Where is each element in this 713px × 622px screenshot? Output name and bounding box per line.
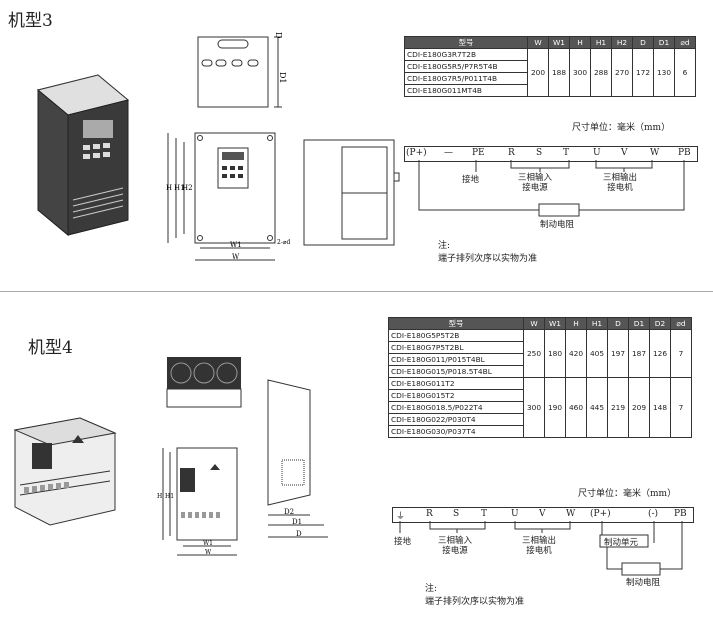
label-input-4: 三相输入 接电源 [438,536,473,556]
drive-iso-illustration-4 [13,417,117,526]
drive-front-view-4: H H1 W1 W [157,447,238,556]
terminal-t-4: T [481,509,488,519]
section-divider [0,291,713,292]
dim-d-top: D [274,32,283,38]
terminal-s-4: S [453,509,460,519]
label-output-4: 三相输出 接电机 [522,536,557,556]
terminal-v-4: V [539,509,546,519]
label-output-3: 三相输出 接电机 [603,173,638,193]
terminal-p-plus: (P+) [406,148,427,158]
terminal-pb-4: PB [674,509,687,519]
table-row: CDI-E180G030/P037T4 [388,425,692,438]
note-text-3: 端子排列次序以实物为准 [438,254,538,264]
terminal-p-plus-4: (P+) [590,509,611,519]
dim-h-4: H [157,493,162,500]
terminal-ground-4: ⏚ [396,512,406,522]
terminal-v: V [621,148,628,158]
terminal-r: R [508,148,515,158]
terminal-dash: — [444,148,453,158]
table3-header: 型号 [404,36,528,49]
terminal-w-4: W [566,509,576,519]
terminal-pb: PB [678,148,691,158]
note-title-4: 注: [425,584,438,594]
table4-header: 型号 [388,317,524,330]
drive-iso-illustration-3 [36,74,130,237]
terminal-strip-3 [404,146,698,162]
label-brake-resistor-4: 制动电阻 [626,578,661,588]
label-brake-unit-4: 制动单元 [604,538,639,548]
dim-d1-top: D1 [278,72,287,84]
label-ground-4: 接地 [394,537,412,547]
terminal-s: S [536,148,543,158]
label-brake-resistor-3: 制动电阻 [540,220,575,230]
drive-side-view-4: D2 D1 D [267,379,328,538]
unit-label-3: 尺寸单位：毫米（mm） [572,123,671,133]
table-row: CDI-E180G5P5T2B 250 180 420 405 197 187 … [388,329,692,378]
terminal-minus-4: (-) [648,509,659,519]
wiring-diagram-4 [399,521,683,576]
dim-h2: H2 [182,184,193,192]
terminal-pe: PE [472,148,485,158]
spec-table-4: 型号 W W1 H H1 D D1 D2 ⌀d CDI-E180G5P5T2B … [388,317,692,438]
note-title-3: 注: [438,241,451,251]
dim-h1: H1 [174,184,185,192]
table-row: CDI-E180G3R7T2B 200 188 300 288 270 172 … [404,48,696,97]
dim-d2-4: D2 [284,508,294,516]
terminal-t: T [563,148,570,158]
dim-d-4: D [296,530,302,538]
drive-top-view-4 [166,357,242,408]
label-ground-3: 接地 [462,175,480,185]
note-text-4: 端子排列次序以实物为准 [425,597,525,607]
terminal-r-4: R [426,509,433,519]
section4-title: 机型4 [28,338,73,358]
dim-w1-4: W1 [203,540,213,547]
dim-w1: W1 [230,241,242,249]
dim-h: H [166,184,172,192]
dim-d-hole: 2-⌀d [277,239,290,246]
spec-table-3: 型号 W W1 H H1 H2 D D1 ⌀d CDI-E180G3R7T2B … [404,36,696,97]
terminal-u: U [593,148,601,158]
drive-side-view-3 [303,139,400,246]
dim-w: W [232,253,240,261]
section3-title: 机型3 [8,11,53,31]
unit-label-4: 尺寸单位：毫米（mm） [578,489,677,499]
dim-w-4: W [205,549,212,556]
terminal-w: W [650,148,660,158]
terminal-u-4: U [511,509,519,519]
drive-top-view-3: D1 D [197,32,287,108]
dim-h1-4: H1 [165,493,174,500]
table-row: CDI-E180G011T2 300 190 460 445 219 209 1… [388,377,692,438]
drive-front-view-3: H H1 H2 W1 W 2-⌀d [166,132,290,261]
dim-d1-4: D1 [292,518,302,526]
terminal-strip-4 [392,507,694,523]
label-input-3: 三相输入 接电源 [518,173,553,193]
wiring-diagram-3 [418,160,685,217]
table-row: CDI-E180G011MT4B [404,84,696,97]
